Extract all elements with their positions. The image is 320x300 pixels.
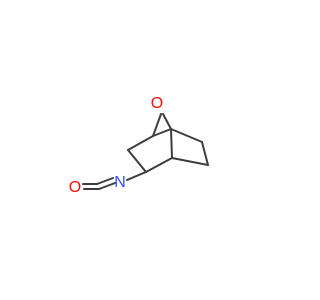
bond-c6-c5 [201, 141, 209, 166]
bond-o-c1 [162, 113, 172, 130]
bond-c3-c2 [127, 149, 147, 173]
bond-c1-c6 [170, 128, 203, 143]
molecule-diagram: O N O [69, 95, 209, 196]
isocyanate-bonds [82, 177, 116, 190]
bond-n-c-double-b [98, 182, 116, 190]
bond-n-c-double-a [96, 177, 114, 185]
bond-c2-c7 [127, 135, 154, 151]
isocyanate-oxygen-label: O [69, 179, 81, 196]
bond-skeleton [126, 113, 209, 181]
bridge-oxygen-label: O [151, 95, 163, 112]
bond-c3-n [126, 171, 147, 181]
bond-o-c4 [152, 113, 162, 137]
bond-c5-c4 [171, 157, 209, 166]
bond-c4-c3 [145, 157, 173, 173]
bond-c7-c1 [152, 128, 172, 137]
isocyanate-nitrogen-label: N [114, 174, 126, 191]
bond-c1-c4 [170, 128, 173, 159]
